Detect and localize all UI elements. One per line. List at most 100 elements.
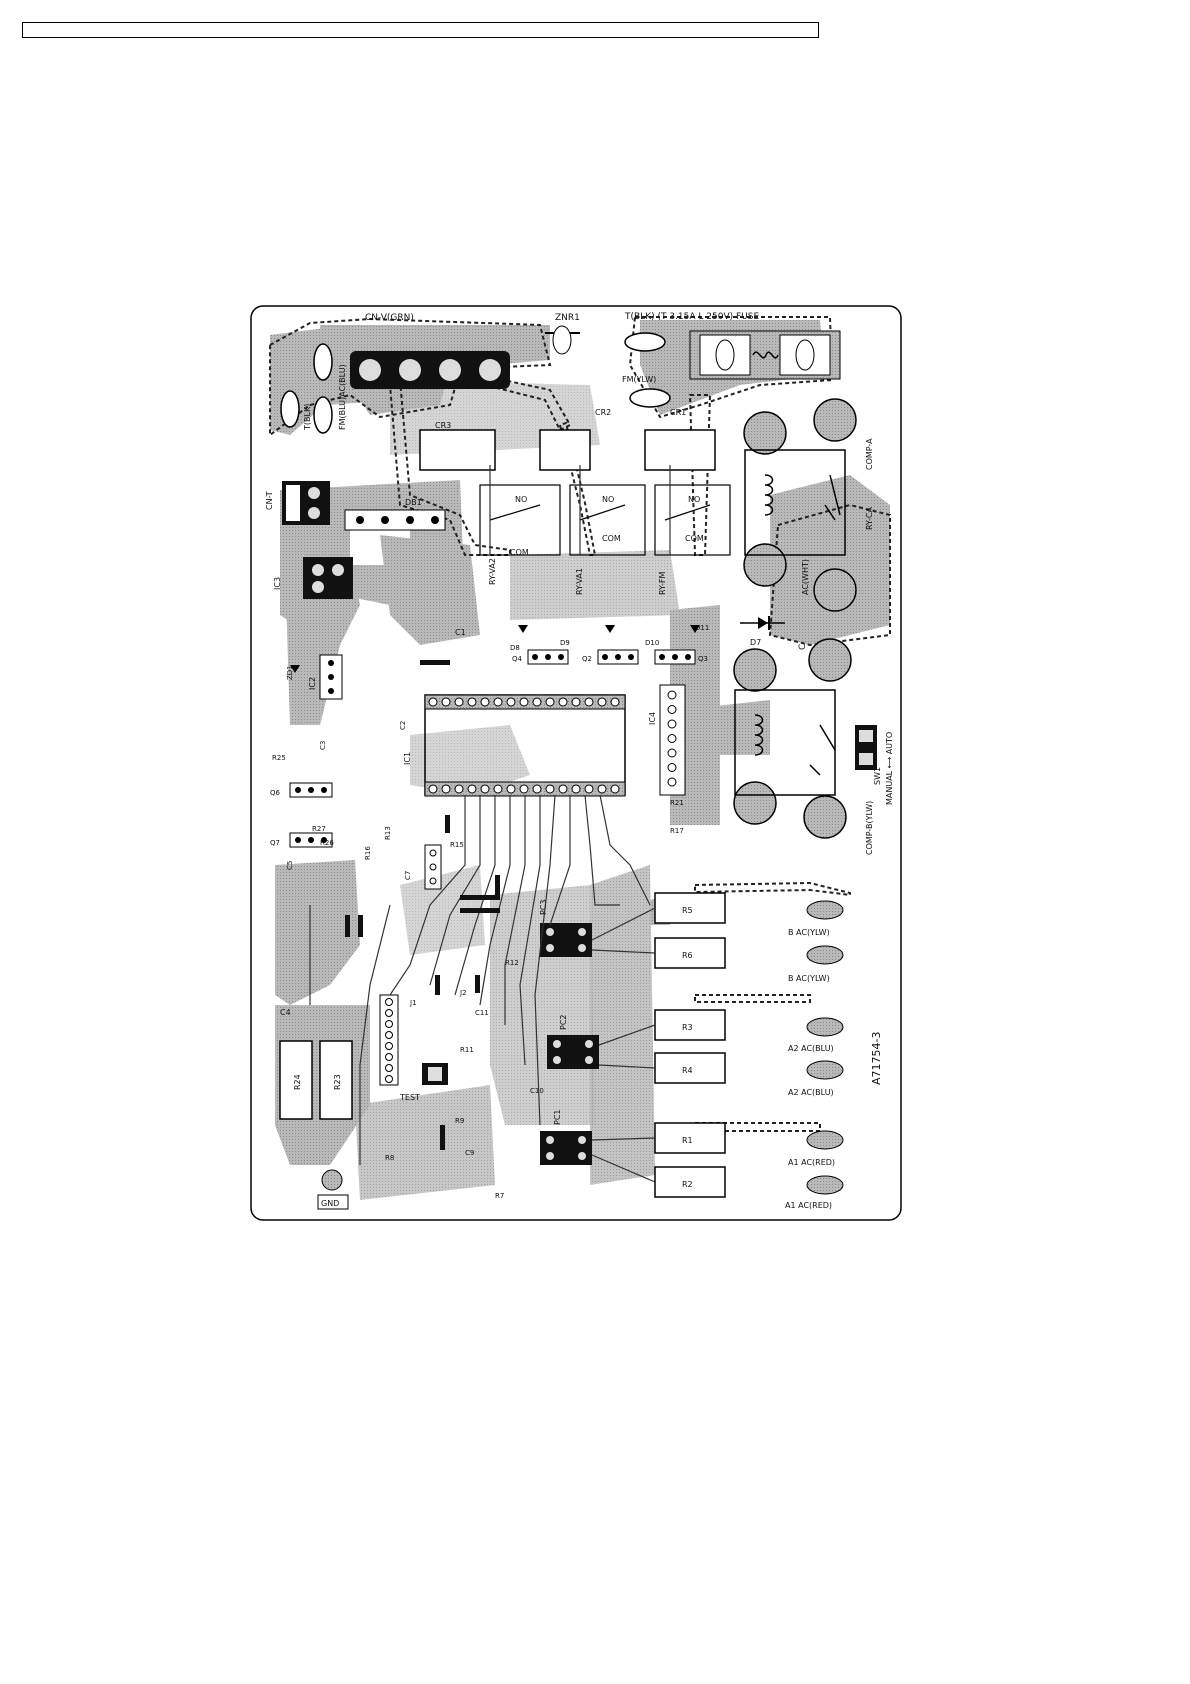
c5-label: C5 [286,861,294,870]
ic1-pin [428,697,438,707]
diode-marks [290,625,700,673]
relay-cr1: CR1 [644,408,716,471]
ic1-pin [571,697,581,707]
r24-label: R24 [293,1074,302,1090]
relay-va2-no: NO [515,495,527,504]
photocoupler-pc3: PC3 [539,900,592,957]
jumper-bars [345,660,500,1150]
ic1-pin [467,697,477,707]
ic4-pin [667,690,677,700]
relay-contacts [479,484,731,556]
fm-blu-label: FM(BLU)AC(BLU) [338,364,347,430]
transistor-q7 [289,832,333,848]
relay-fm-no: NO [688,495,700,504]
ic1-pin [506,697,516,707]
j-column-pin [385,1075,393,1083]
r9-label: R9 [455,1117,464,1125]
ic1-pin [454,784,464,794]
ac-wht-label: AC(WHT) [801,559,810,595]
c7-label: C7 [404,871,412,880]
ry-va1-label: RY-VA1 [575,568,584,595]
q3-label: Q3 [698,655,708,663]
ic4-pin [667,719,677,729]
r17-label: R17 [670,827,684,835]
relay-va1-no: NO [602,495,614,504]
sw1-label: SW1 [873,767,882,785]
c1-label: C1 [455,628,466,637]
ic1-pin [584,697,594,707]
r7-label: R7 [495,1192,504,1200]
j-column-pin [385,1053,393,1061]
resistor-r24: R24 [279,1040,313,1120]
gnd-box [317,1194,349,1210]
r11-label: R11 [460,1046,474,1054]
r5-label: B AC(YLW) [788,928,830,937]
ic1-pin [519,784,529,794]
test-jumper [422,1063,448,1085]
cn-t-label: CN-T [265,491,274,510]
manual-auto-label: MANUAL ⟷ AUTO [885,732,894,805]
j1-label: J1 [409,999,417,1007]
r3-ref: R3 [682,1023,693,1032]
fuse-holder [689,330,841,380]
c-label: C [798,644,808,650]
ic1-pin [480,784,490,794]
ic1-pin [428,784,438,794]
transistor-q4 [527,649,569,665]
ic1-pin [532,784,542,794]
compressor-relay-pads [733,398,857,839]
photocoupler-pc2: PC2 [547,1015,599,1069]
resistor-r5: R5 B AC(YLW) [654,892,844,937]
r4-label: A2 AC(BLU) [788,1088,834,1097]
pc2-label: PC2 [559,1015,568,1031]
bridge-db1 [344,509,446,531]
ic4-pin [667,748,677,758]
photocoupler-pc1: PC1 [540,1110,592,1165]
ic1-pin [571,784,581,794]
ic4-pin [667,777,677,787]
ic4-pin [667,763,677,772]
ic1-pin [454,697,464,707]
fm-ylw-label: FM(YLW) [622,375,656,384]
transistor-q3 [654,649,696,665]
cr2-label: CR2 [595,408,611,417]
ic1-pin [493,784,503,794]
ic3-label: IC3 [273,577,282,590]
c9-label: C9 [465,1149,474,1157]
r2-label: A1 AC(RED) [785,1201,832,1210]
znr1-label: ZNR1 [555,313,580,323]
ic1-pin [545,784,555,794]
j-column-pin [385,998,393,1006]
r2-ref: R2 [682,1180,693,1189]
r5-pad [806,900,844,920]
r16-label: R16 [364,846,372,860]
pcb-layout-diagram: CN-V(GRN) ZNR1 T(BLK) (T 3.15A L 250V) F… [250,305,902,1221]
r4-pad [806,1060,844,1080]
pc1-label: PC1 [553,1110,562,1126]
pc3-label: PC3 [539,900,548,916]
chip-ic2 [319,654,343,700]
ic1-pin [558,697,568,707]
ic1-pin [584,784,594,794]
q6-label: Q6 [270,789,281,797]
relay-va1-com: COM [602,534,621,543]
c4-label: C4 [280,1008,291,1017]
r26-label: R26 [320,839,334,847]
ic1-pin [519,697,529,707]
board-code: A71754-3 [870,1032,883,1086]
c11-label: C11 [475,1009,489,1017]
d10-label: D10 [645,639,659,647]
varistor-znr1 [545,325,580,355]
ic1-pins [428,697,620,794]
d9-label: D9 [560,639,570,647]
j-column-pin [385,1020,393,1028]
ry-va2-label: RY-VA2 [488,558,497,585]
ic1-pin [480,697,490,707]
ic1-pin [558,784,568,794]
r21-label: R21 [670,799,684,807]
ic1-pin [506,784,516,794]
c10-label: C10 [530,1087,544,1095]
ic4-pin [667,705,677,714]
ic2-label: IC2 [308,677,317,690]
db1-label: DB1 [405,498,422,507]
